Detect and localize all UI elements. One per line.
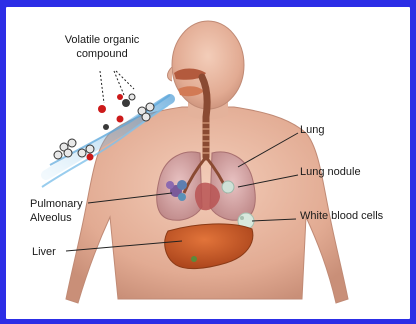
label-alveolus: Alveolus — [30, 212, 72, 224]
molecule-red — [87, 154, 94, 161]
label-lung-nodule: Lung nodule — [300, 166, 361, 178]
label-lung: Lung — [300, 124, 324, 136]
lung-nodule-mark — [222, 181, 234, 193]
label-white-blood-cells: White blood cells — [300, 210, 384, 222]
molecule-red — [98, 105, 106, 113]
anatomy-diagram: Volatile organic compound Lung Lung nodu… — [6, 7, 410, 319]
label-liver: Liver — [32, 246, 56, 258]
molecule-red — [117, 116, 124, 123]
diagram-frame: Volatile organic compound Lung Lung nodu… — [6, 7, 410, 319]
molecule — [117, 94, 135, 107]
label-voc-line1: Volatile organic — [65, 34, 140, 46]
label-voc-line2: compound — [76, 48, 127, 60]
label-pulmonary: Pulmonary — [30, 198, 83, 210]
